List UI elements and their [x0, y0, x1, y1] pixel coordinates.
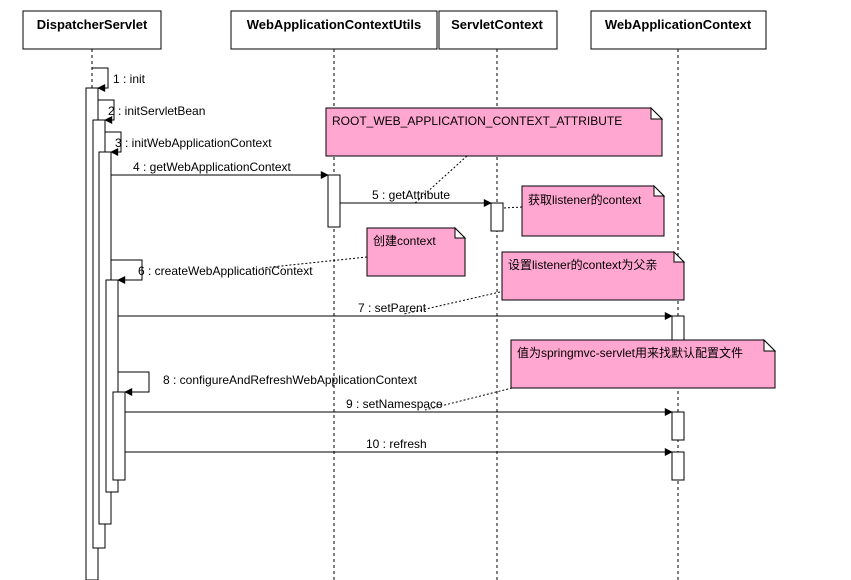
- note-text-root-attr: ROOT_WEB_APPLICATION_CONTEXT_ATTRIBUTE: [332, 114, 622, 128]
- note-text-create: 创建context: [373, 234, 436, 248]
- message-6: 6 : createWebApplicationContext: [111, 259, 313, 284]
- message-4: 4 : getWebApplicationContext: [111, 160, 329, 179]
- message-9: 9 : setNamespace: [125, 397, 673, 416]
- message-2: 2 : initServletBean: [98, 99, 205, 124]
- lifeline-head-dispatcher-servlet: DispatcherServlet: [22, 10, 162, 50]
- activation-get-web-application-context: [327, 174, 341, 228]
- note-link-set-parent: [403, 291, 501, 315]
- message-label-9: 9 : setNamespace: [346, 397, 443, 411]
- message-label-7: 7 : setParent: [358, 301, 427, 315]
- lifeline-label-servlet-context: ServletContext: [451, 17, 543, 32]
- activation-get-attribute: [490, 202, 504, 232]
- message-label-2: 2 : initServletBean: [108, 104, 205, 118]
- note-text-namespace: 值为springmvc-servlet用来找默认配置文件: [517, 345, 743, 360]
- lifeline-label-web-application-context-utils: WebApplicationContextUtils: [247, 17, 422, 32]
- lifeline-head-servlet-context: ServletContext: [438, 10, 558, 50]
- message-10: 10 : refresh: [125, 437, 673, 456]
- message-1: 1 : init: [92, 67, 146, 92]
- note-link-create: [261, 256, 368, 269]
- note-get-listener-context: 获取listener的context: [521, 184, 666, 237]
- message-label-1: 1 : init: [113, 72, 146, 86]
- note-text-get-listener: 获取listener的context: [528, 192, 642, 207]
- activation-configure-and-refresh: [112, 391, 126, 481]
- lifeline-head-web-application-context: WebApplicationContext: [590, 10, 767, 50]
- lifeline-label-web-application-context: WebApplicationContext: [605, 17, 752, 32]
- lifeline-head-web-application-context-utils: WebApplicationContextUtils: [230, 10, 438, 50]
- message-3: 3 : initWebApplicationContext: [105, 131, 272, 156]
- note-root-web-application-context-attribute: ROOT_WEB_APPLICATION_CONTEXT_ATTRIBUTE: [325, 106, 664, 157]
- message-8: 8 : configureAndRefreshWebApplicationCon…: [118, 371, 418, 396]
- note-namespace: 值为springmvc-servlet用来找默认配置文件: [510, 338, 777, 389]
- message-5: 5 : getAttribute: [340, 188, 492, 207]
- activation-refresh: [671, 451, 685, 481]
- message-label-6: 6 : createWebApplicationContext: [138, 264, 313, 278]
- message-7: 7 : setParent: [118, 301, 673, 320]
- note-link-get-listener: [502, 206, 523, 209]
- note-text-set-parent: 设置listener的context为父亲: [508, 257, 657, 272]
- note-create-context: 创建context: [366, 226, 467, 277]
- message-label-5: 5 : getAttribute: [372, 188, 450, 202]
- message-label-4: 4 : getWebApplicationContext: [133, 160, 292, 174]
- lifeline-label-dispatcher-servlet: DispatcherServlet: [37, 17, 148, 32]
- message-label-3: 3 : initWebApplicationContext: [115, 136, 272, 150]
- note-set-parent: 设置listener的context为父亲: [501, 250, 686, 301]
- message-label-10: 10 : refresh: [366, 437, 427, 451]
- activation-set-namespace: [671, 411, 685, 441]
- note-link-namespace: [424, 387, 513, 411]
- message-label-8: 8 : configureAndRefreshWebApplicationCon…: [163, 373, 418, 387]
